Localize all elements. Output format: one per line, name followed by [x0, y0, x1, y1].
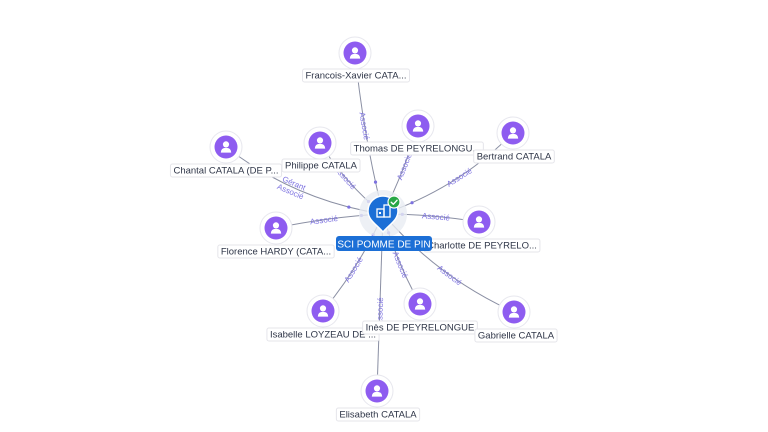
- person-name-gabrielle: Gabrielle CATALA: [478, 331, 555, 342]
- person-name-isabelle: Isabelle LOYZEAU DE ...: [270, 330, 376, 341]
- person-node-bertrand[interactable]: Bertrand CATALA: [473, 116, 555, 164]
- person-name-francois-xavier: Francois-Xavier CATA...: [305, 71, 406, 82]
- person-name-charlotte: Charlotte DE PEYRELO...: [427, 241, 537, 252]
- person-icon: [349, 47, 361, 59]
- person-icon: [317, 305, 329, 317]
- person-name-philippe: Philippe CATALA: [285, 161, 358, 172]
- person-node-florence[interactable]: Florence HARDY (CATA...: [217, 211, 335, 259]
- edge-label-gabrielle: Associé: [436, 263, 464, 287]
- person-name-bg: [474, 328, 558, 343]
- person-name-bg: [335, 407, 421, 422]
- person-icon: [414, 298, 426, 310]
- building-icon: [376, 204, 391, 218]
- person-name-bertrand: Bertrand CATALA: [477, 152, 552, 163]
- check-icon: [387, 195, 401, 209]
- person-node-isabelle[interactable]: Isabelle LOYZEAU DE ...: [266, 294, 380, 342]
- person-name-bg: [301, 68, 411, 83]
- company-node[interactable]: SCI POMME DE PIN: [336, 190, 432, 251]
- person-icon: [314, 137, 326, 149]
- edge-label-ines: Associé: [391, 250, 410, 280]
- person-name-thomas: Thomas DE PEYRELONGU...: [354, 144, 481, 155]
- edge-label-thomas: Associé: [395, 151, 414, 181]
- edge-label-isabelle: Associé: [343, 255, 366, 284]
- person-icon: [508, 306, 520, 318]
- person-node-thomas[interactable]: Thomas DE PEYRELONGU...: [350, 109, 484, 156]
- edge-label-francois-xavier: Associé: [357, 111, 371, 141]
- person-icon: [270, 222, 282, 234]
- person-icon: [507, 127, 519, 139]
- person-name-bg: [473, 149, 555, 164]
- person-node-elisabeth[interactable]: Elisabeth CATALA: [335, 374, 421, 422]
- nodes-layer: Francois-Xavier CATA... Thomas DE PEYRELO…: [169, 36, 558, 422]
- edge-chantal: [225, 146, 384, 215]
- edge-label-bertrand: Associé: [445, 166, 474, 189]
- person-icon: [220, 141, 232, 153]
- edge-arrow-francois-xavier: [373, 180, 378, 184]
- person-node-chantal[interactable]: Chantal CATALA (DE P...: [169, 130, 283, 178]
- person-name-bg: [217, 244, 335, 259]
- edge-label-elisabeth: Associé: [375, 297, 385, 326]
- company-name: SCI POMME DE PIN: [337, 240, 430, 251]
- person-name-bg: [169, 163, 283, 178]
- person-name-ines: Inès DE PEYRELONGUE: [366, 323, 475, 334]
- person-name-florence: Florence HARDY (CATA...: [221, 247, 331, 258]
- person-icon: [473, 216, 485, 228]
- person-name-bg: [362, 320, 478, 335]
- person-node-francois-xavier[interactable]: Francois-Xavier CATA...: [301, 36, 411, 83]
- edge-label-florence: Associé: [309, 214, 338, 227]
- edge-label-charlotte: Associé: [422, 211, 451, 222]
- edge-arrow-chantal: [347, 205, 351, 209]
- person-node-philippe[interactable]: Philippe CATALA: [281, 126, 361, 173]
- person-icon: [371, 385, 383, 397]
- person-node-gabrielle[interactable]: Gabrielle CATALA: [474, 295, 558, 343]
- person-node-ines[interactable]: Inès DE PEYRELONGUE: [362, 287, 478, 335]
- person-node-charlotte[interactable]: Charlotte DE PEYRELO...: [423, 205, 541, 253]
- person-name-bg: [350, 141, 484, 156]
- person-name-chantal: Chantal CATALA (DE P...: [173, 166, 278, 177]
- company-label-bg: [336, 236, 432, 251]
- edge-arrow-bertrand: [410, 201, 414, 205]
- person-icon: [412, 120, 424, 132]
- person-name-elisabeth: Elisabeth CATALA: [339, 410, 417, 421]
